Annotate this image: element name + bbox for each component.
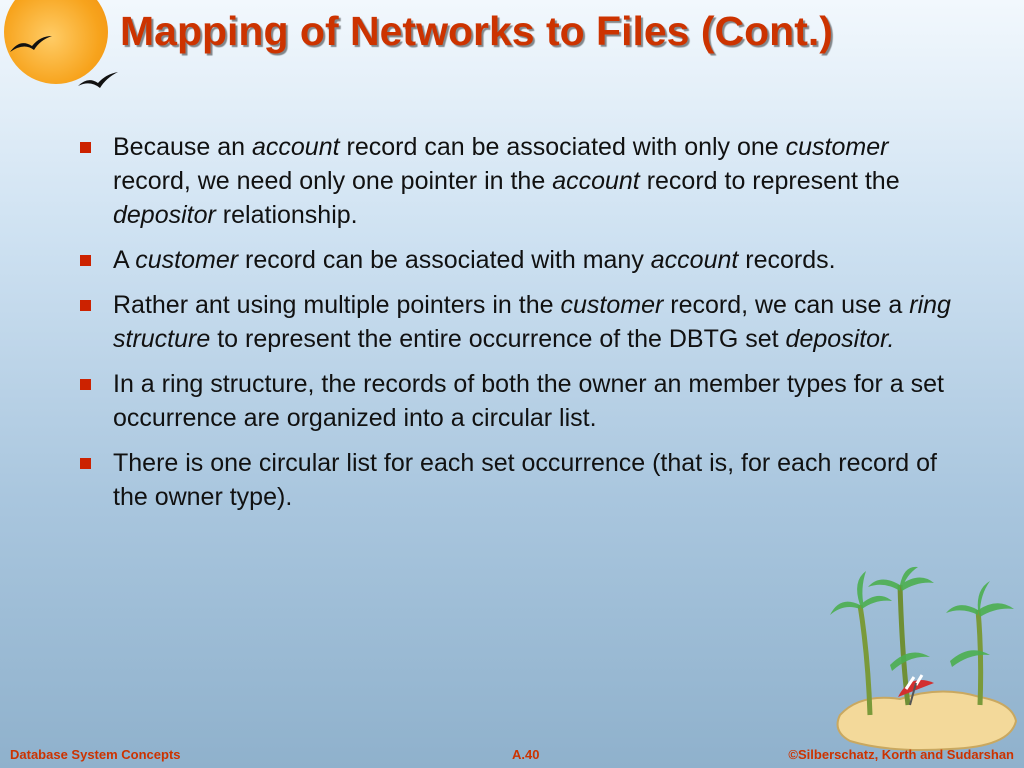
italic-term: customer <box>560 291 664 319</box>
text-run: record to represent the <box>639 167 900 195</box>
bird-icon <box>10 36 52 52</box>
text-run: record, we can use a <box>663 291 910 319</box>
text-run: record can be associated with many <box>238 246 651 274</box>
text-run: A <box>113 246 136 274</box>
slide-title: Mapping of Networks to Files (Cont.) <box>120 8 833 54</box>
italic-term: customer <box>135 246 239 274</box>
footer-copyright: ©Silberschatz, Korth and Sudarshan <box>788 747 1014 762</box>
bullet-text: Rather ant using multiple pointers in th… <box>113 291 951 353</box>
bullet-text: Because an account record can be associa… <box>113 133 900 229</box>
italic-term: depositor. <box>785 325 895 353</box>
footer-book-title: Database System Concepts <box>10 747 181 762</box>
text-run: In a ring structure, the records of both… <box>113 370 944 432</box>
text-run: Because an <box>113 133 252 161</box>
bullet-marker-icon <box>80 379 91 390</box>
text-run: There is one circular list for each set … <box>113 449 937 511</box>
palm-island-icon <box>830 566 1018 751</box>
bullet-text: In a ring structure, the records of both… <box>113 370 944 432</box>
footer-page-number: A.40 <box>512 747 540 762</box>
italic-term: account <box>650 246 739 274</box>
text-run: to represent the entire occurrence of th… <box>210 325 786 353</box>
italic-term: account <box>252 133 340 161</box>
text-run: Rather ant using multiple pointers in th… <box>113 291 561 319</box>
text-run: relationship. <box>215 201 358 229</box>
bullet-marker-icon <box>80 458 91 469</box>
sun-icon <box>4 0 108 84</box>
bullet-item: A customer record can be associated with… <box>80 243 960 277</box>
italic-term: account <box>552 167 640 195</box>
bullet-marker-icon <box>80 142 91 153</box>
italic-term: customer <box>785 133 889 161</box>
bullet-item: There is one circular list for each set … <box>80 446 960 514</box>
bird-icon <box>78 72 118 88</box>
text-run: records. <box>738 246 836 274</box>
text-run: record, we need only one pointer in the <box>113 167 553 195</box>
bullet-list: Because an account record can be associa… <box>80 130 960 525</box>
bullet-item: Because an account record can be associa… <box>80 130 960 232</box>
italic-term: ring structure <box>113 291 951 353</box>
bullet-item: Rather ant using multiple pointers in th… <box>80 288 960 356</box>
italic-term: depositor <box>113 201 216 229</box>
text-run: record can be associated with only one <box>339 133 786 161</box>
bullet-item: In a ring structure, the records of both… <box>80 367 960 435</box>
bullet-text: A customer record can be associated with… <box>113 246 836 274</box>
bullet-marker-icon <box>80 255 91 266</box>
bullet-text: There is one circular list for each set … <box>113 449 937 511</box>
bullet-marker-icon <box>80 300 91 311</box>
